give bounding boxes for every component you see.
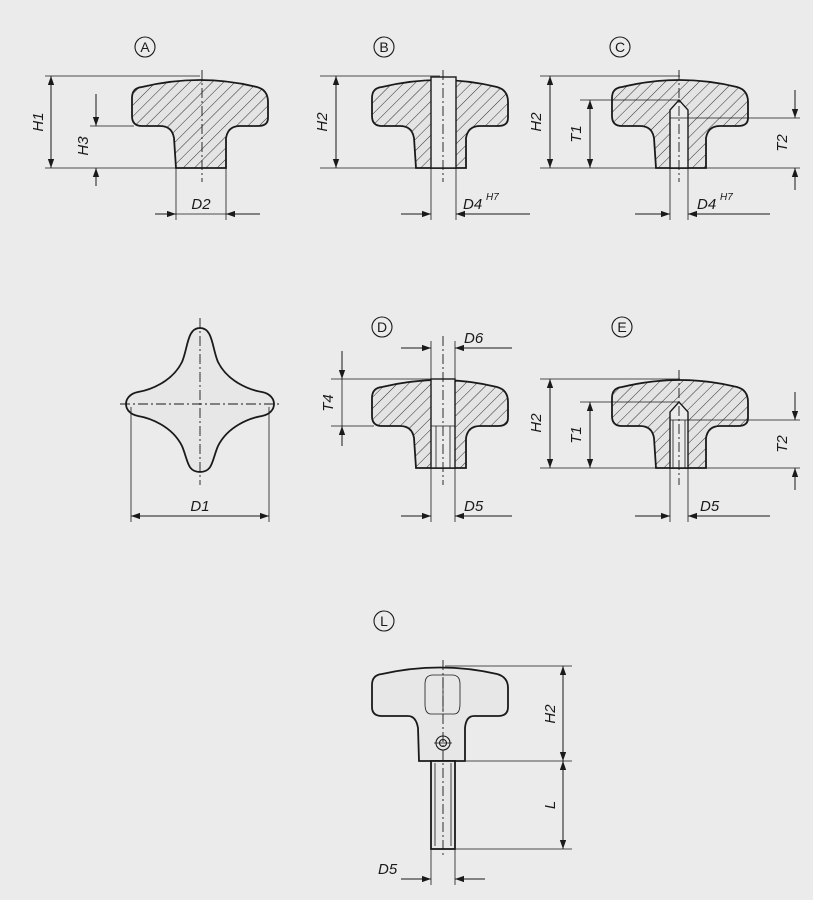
knob-grip-bulge (424, 674, 461, 715)
label-h3: H3 (75, 136, 92, 156)
label-h2-b: H2 (314, 112, 331, 132)
knob-section-a (131, 79, 269, 169)
variant-l-letter: L (380, 613, 388, 629)
label-t1-c: T1 (568, 125, 585, 143)
variant-e-view (540, 370, 800, 522)
badge-variant-a: A (134, 36, 156, 58)
variant-c-letter: C (615, 39, 625, 55)
variant-d-view (331, 336, 512, 522)
label-t1-e: T1 (568, 426, 585, 444)
label-d1: D1 (190, 498, 209, 515)
label-d2: D2 (191, 196, 211, 213)
label-d4-c: D4 (697, 196, 716, 213)
label-t4: T4 (320, 394, 337, 412)
label-d4-b-tolerance: H7 (486, 192, 499, 203)
badge-variant-e: E (611, 316, 633, 338)
badge-variant-b: B (373, 36, 395, 58)
variant-b-letter: B (379, 39, 388, 55)
label-d6: D6 (464, 330, 484, 347)
variant-d-letter: D (377, 319, 387, 335)
label-d5-e: D5 (700, 498, 720, 515)
label-h1: H1 (30, 112, 47, 131)
variant-e-letter: E (617, 319, 626, 335)
label-d5-d: D5 (464, 498, 484, 515)
label-h2-e: H2 (528, 413, 545, 433)
top-view (120, 318, 282, 522)
badge-variant-d: D (371, 316, 393, 338)
variant-c-view (540, 70, 800, 220)
label-t2-e: T2 (774, 435, 791, 453)
variant-l-view (371, 660, 572, 885)
variant-a-view (45, 70, 269, 220)
label-d4-b: D4 (463, 196, 482, 213)
label-d4-c-tolerance: H7 (720, 192, 733, 203)
variant-b-view (320, 70, 530, 220)
label-d5-l: D5 (378, 861, 398, 878)
label-h2-l: H2 (542, 704, 559, 724)
label-l: L (542, 801, 559, 809)
badge-variant-l: L (373, 610, 395, 632)
label-h2-c: H2 (528, 112, 545, 132)
label-t2-c: T2 (774, 134, 791, 152)
variant-a-letter: A (140, 39, 150, 55)
badge-variant-c: C (609, 36, 631, 58)
